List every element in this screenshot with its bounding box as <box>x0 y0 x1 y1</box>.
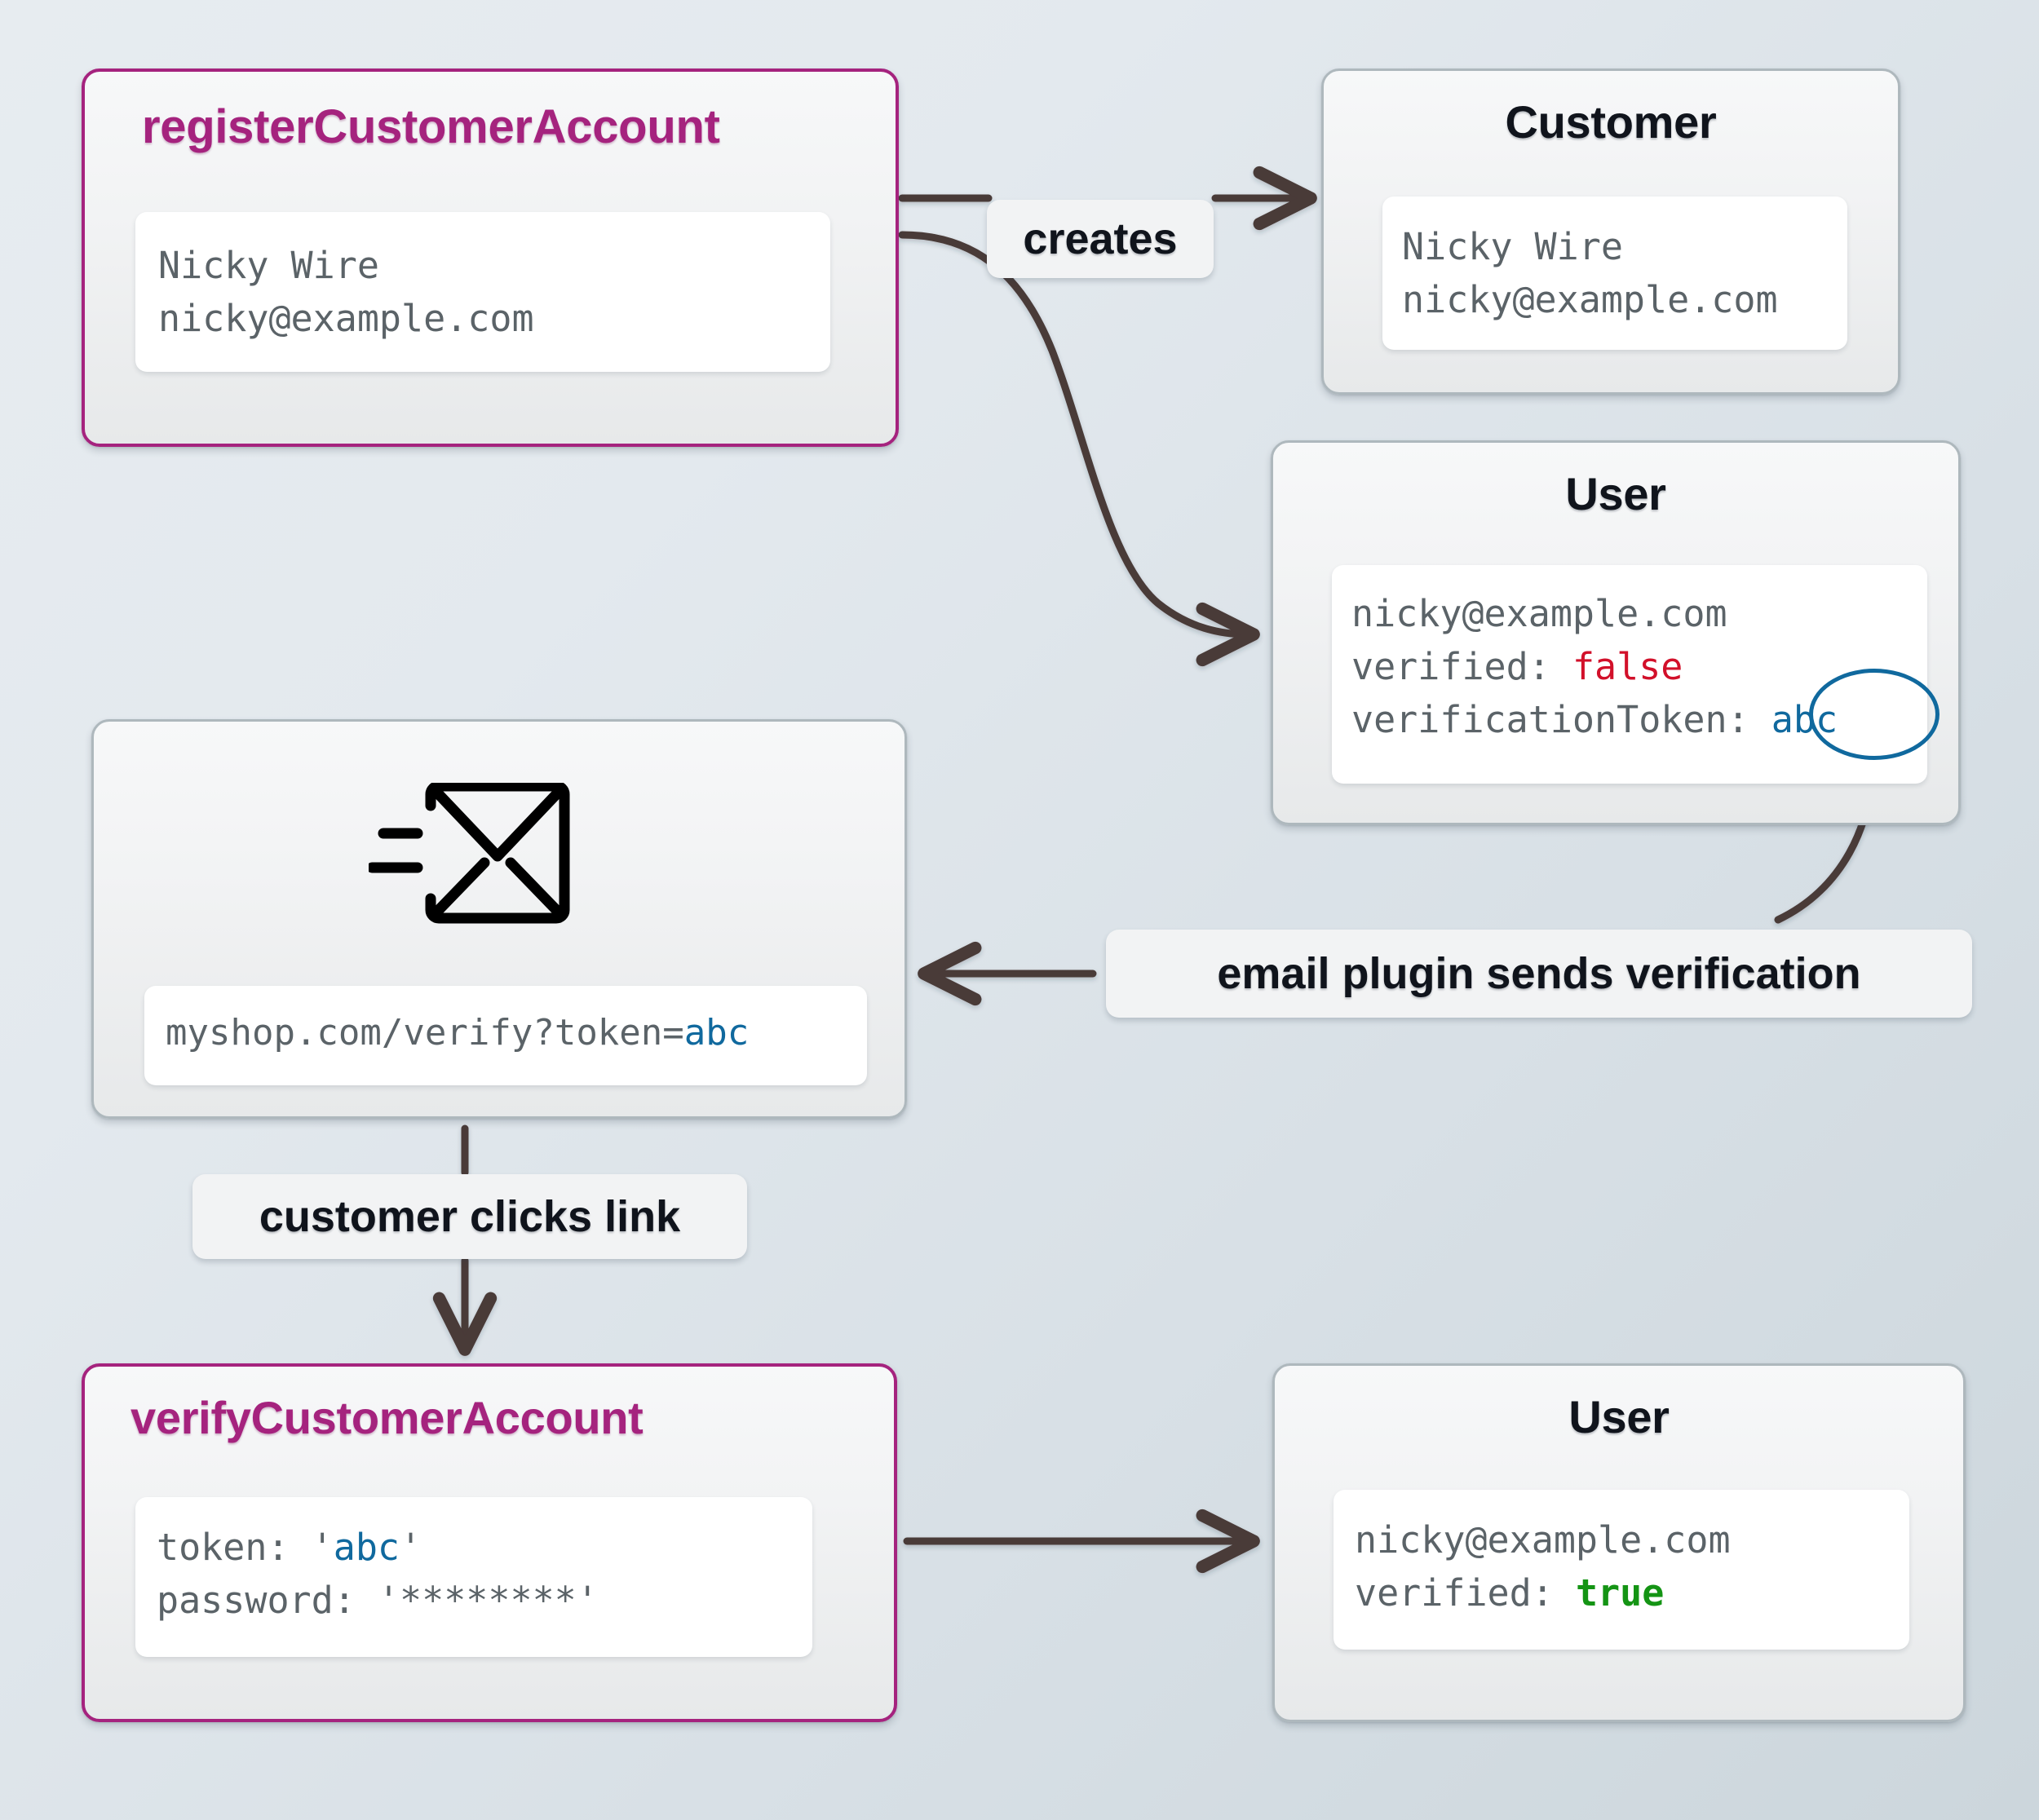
register-name-line: Nicky Wire <box>158 244 379 287</box>
user-verified-email-line: nicky@example.com <box>1355 1518 1731 1562</box>
customer-name-line: Nicky Wire <box>1402 225 1623 268</box>
email-url-prefix: myshop.com/verify?token= <box>166 1012 684 1054</box>
user-unverified-verified-line: verified: false <box>1351 641 1927 694</box>
edge-label-customer-clicks-link: customer clicks link <box>192 1174 747 1259</box>
verified-value-true: true <box>1575 1570 1665 1615</box>
node-register-customer-account[interactable]: registerCustomerAccount Nicky Wire nicky@… <box>82 68 899 447</box>
user-verified-verified-line: verified: true <box>1355 1567 1909 1620</box>
node-email-url: myshop.com/verify?token=abc <box>144 986 867 1085</box>
verify-token-value: abc <box>333 1526 400 1569</box>
node-verify-title: verifyCustomerAccount <box>130 1392 644 1443</box>
verify-token-close-quote: ' <box>400 1526 422 1569</box>
verify-token-open-quote: ' <box>311 1526 334 1569</box>
verify-password-line: password: '********' <box>157 1575 812 1628</box>
edge-label-creates: creates <box>987 200 1214 278</box>
node-customer[interactable]: Customer Nicky Wire nicky@example.com <box>1321 68 1900 395</box>
send-email-envelope-icon <box>366 780 597 930</box>
verify-password-value: '********' <box>377 1578 599 1622</box>
verified-key-2: verified: <box>1355 1570 1576 1615</box>
email-url-token: abc <box>683 1012 750 1054</box>
edge-register-to-user <box>898 231 1260 667</box>
node-user-verified-payload: nicky@example.com verified: true <box>1334 1490 1909 1650</box>
verify-token-line: token: 'abc' <box>157 1522 812 1575</box>
verify-token-key: token: <box>157 1526 312 1569</box>
edge-label-email-plugin-sends-verification: email plugin sends verification <box>1106 930 1972 1018</box>
verify-password-key: password: <box>157 1578 378 1622</box>
user-unverified-email-line: nicky@example.com <box>1351 592 1727 635</box>
node-customer-payload: Nicky Wire nicky@example.com <box>1382 197 1847 350</box>
verified-key: verified: <box>1351 644 1572 688</box>
node-customer-title: Customer <box>1505 96 1717 148</box>
node-user-verified-title: User <box>1568 1391 1670 1442</box>
user-unverified-token-line: verificationToken: abc <box>1351 694 1927 747</box>
node-user-verified[interactable]: User nicky@example.com verified: true <box>1272 1363 1966 1722</box>
verified-value-false: false <box>1572 644 1683 688</box>
verification-token-key: verificationToken: <box>1351 697 1771 741</box>
node-user-unverified-title: User <box>1565 468 1666 519</box>
token-highlight-circle-icon <box>1809 669 1939 760</box>
node-register-payload: Nicky Wire nicky@example.com <box>135 212 830 372</box>
node-verify-customer-account[interactable]: verifyCustomerAccount token: 'abc'passwo… <box>82 1363 897 1722</box>
register-email-line: nicky@example.com <box>158 296 534 340</box>
node-verify-payload: token: 'abc'password: '********' <box>135 1497 812 1657</box>
node-register-title: registerCustomerAccount <box>142 100 720 153</box>
customer-email-line: nicky@example.com <box>1402 277 1778 321</box>
